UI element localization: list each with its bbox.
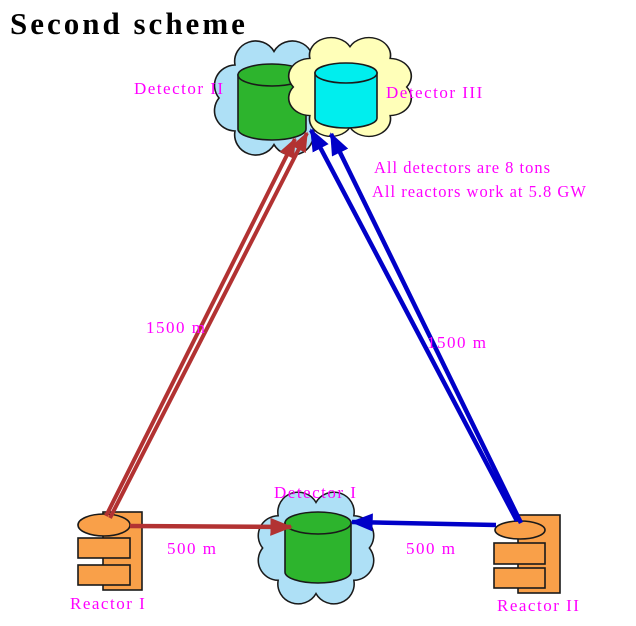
detector-3-shape bbox=[287, 36, 413, 138]
reactor-2-dome bbox=[494, 520, 546, 540]
detector-1-label: Detector I bbox=[274, 483, 357, 502]
reactor-1-dome bbox=[77, 513, 131, 537]
detector-3-tank-body bbox=[314, 72, 378, 129]
beam-arrows bbox=[104, 128, 524, 536]
detector-1-shape bbox=[257, 491, 375, 605]
beam-reactor2-to-detector1 bbox=[350, 513, 497, 532]
beam-reactor2-to-detector2 bbox=[309, 128, 519, 523]
distance-1500m-right-label: 1500 m bbox=[427, 333, 487, 352]
reactor-1-bar-bottom bbox=[77, 564, 131, 586]
detector-2-label: Detector II bbox=[134, 79, 225, 98]
distance-500m-right-label: 500 m bbox=[406, 539, 456, 558]
beam-reactor1-to-detector2 bbox=[104, 137, 297, 517]
note-detectors-mass: All detectors are 8 tons bbox=[374, 158, 551, 177]
detector-3-label: Detector III bbox=[386, 83, 484, 102]
reactor-2-shape bbox=[493, 514, 561, 594]
detector-1-tank-lid bbox=[284, 511, 352, 535]
page-title: Second scheme bbox=[10, 6, 248, 41]
reactor-1-label: Reactor I bbox=[70, 594, 146, 613]
beam-reactor1-to-detector1 bbox=[129, 517, 293, 536]
detector-1-tank-body bbox=[284, 522, 352, 584]
note-reactors-power: All reactors work at 5.8 GW bbox=[372, 182, 587, 201]
distance-500m-left-label: 500 m bbox=[167, 539, 217, 558]
detector-2-tank-body bbox=[237, 74, 307, 141]
reactor-2-label: Reactor II bbox=[497, 596, 580, 615]
beam-reactor2-to-detector3 bbox=[328, 132, 524, 524]
reactor-1-shape bbox=[77, 511, 143, 591]
beam-reactor1-to-detector3 bbox=[108, 131, 309, 519]
distance-1500m-left-label: 1500 m bbox=[146, 318, 206, 337]
reactor-1-bar-top bbox=[77, 537, 131, 559]
reactor-2-bar-top bbox=[493, 542, 546, 565]
detector-3-tank-lid bbox=[314, 62, 378, 84]
reactor-2-bar-bottom bbox=[493, 567, 546, 589]
